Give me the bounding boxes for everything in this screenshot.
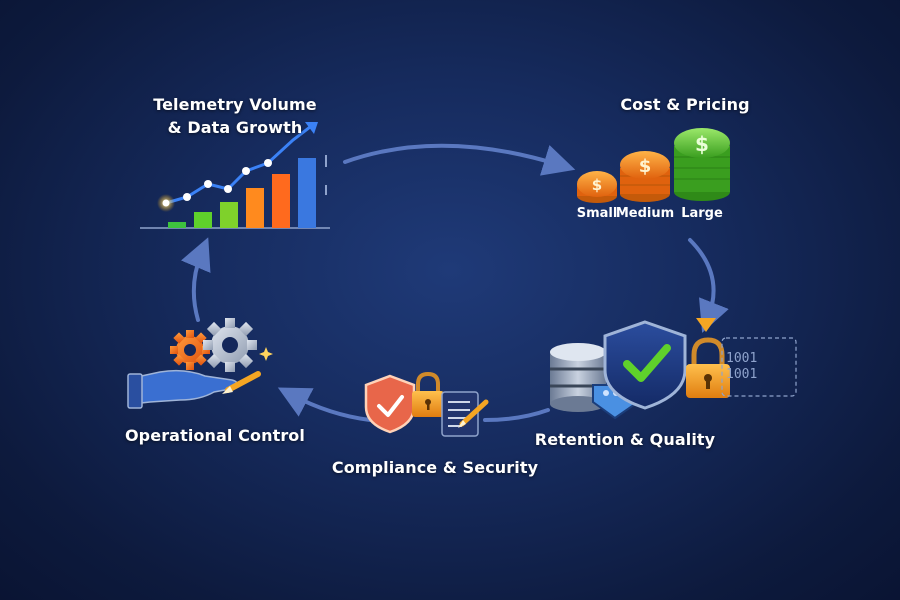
- operational-title: Operational Control: [124, 426, 305, 445]
- chart-bar: [298, 158, 316, 228]
- pen-icon: [222, 371, 261, 394]
- svg-text:$: $: [639, 156, 652, 177]
- down-arrow-icon: [696, 318, 716, 332]
- chart-bar: [168, 222, 186, 228]
- shield-check-icon: [603, 320, 687, 410]
- chart-bar: [194, 212, 212, 228]
- gear-icon: [203, 318, 257, 372]
- coin-label-large: Large: [681, 206, 723, 221]
- binary-line-2: 1001: [726, 367, 758, 382]
- chart-bar: [246, 188, 264, 228]
- telemetry-title-line2: & Data Growth: [167, 118, 303, 137]
- telemetry-title-line1: Telemetry Volume: [153, 95, 317, 114]
- coin-label-medium: Medium: [615, 206, 675, 221]
- document-icon: [441, 391, 479, 437]
- arrow-compliance-to-operational: [277, 387, 372, 422]
- padlock-icon: [686, 337, 730, 398]
- arrow-telemetry-to-cost: [343, 143, 576, 176]
- cost-title: Cost & Pricing: [620, 95, 750, 114]
- coin-label-small: Small: [576, 206, 618, 221]
- arrow-retention-to-compliance: [483, 408, 550, 422]
- shield-check-icon: [364, 374, 416, 434]
- arrow-operational-to-telemetry: [181, 237, 211, 322]
- svg-text:$: $: [592, 176, 602, 194]
- pen-icon: [458, 399, 489, 428]
- arrow-cost-to-retention: [688, 238, 729, 333]
- compliance-title: Compliance & Security: [331, 458, 539, 477]
- chart-bar: [272, 174, 290, 228]
- binary-frame: [721, 337, 797, 397]
- sparkle-icon: [259, 347, 273, 361]
- svg-text:$: $: [695, 132, 709, 156]
- hand-icon: [127, 369, 239, 409]
- bar-chart-icon: [140, 122, 330, 229]
- padlock-icon: [412, 371, 444, 417]
- chart-bar: [220, 202, 238, 228]
- coin-stack-icon: $ $ $: [577, 128, 730, 203]
- retention-title: Retention & Quality: [534, 430, 716, 449]
- binary-line-1: 1001: [726, 351, 758, 366]
